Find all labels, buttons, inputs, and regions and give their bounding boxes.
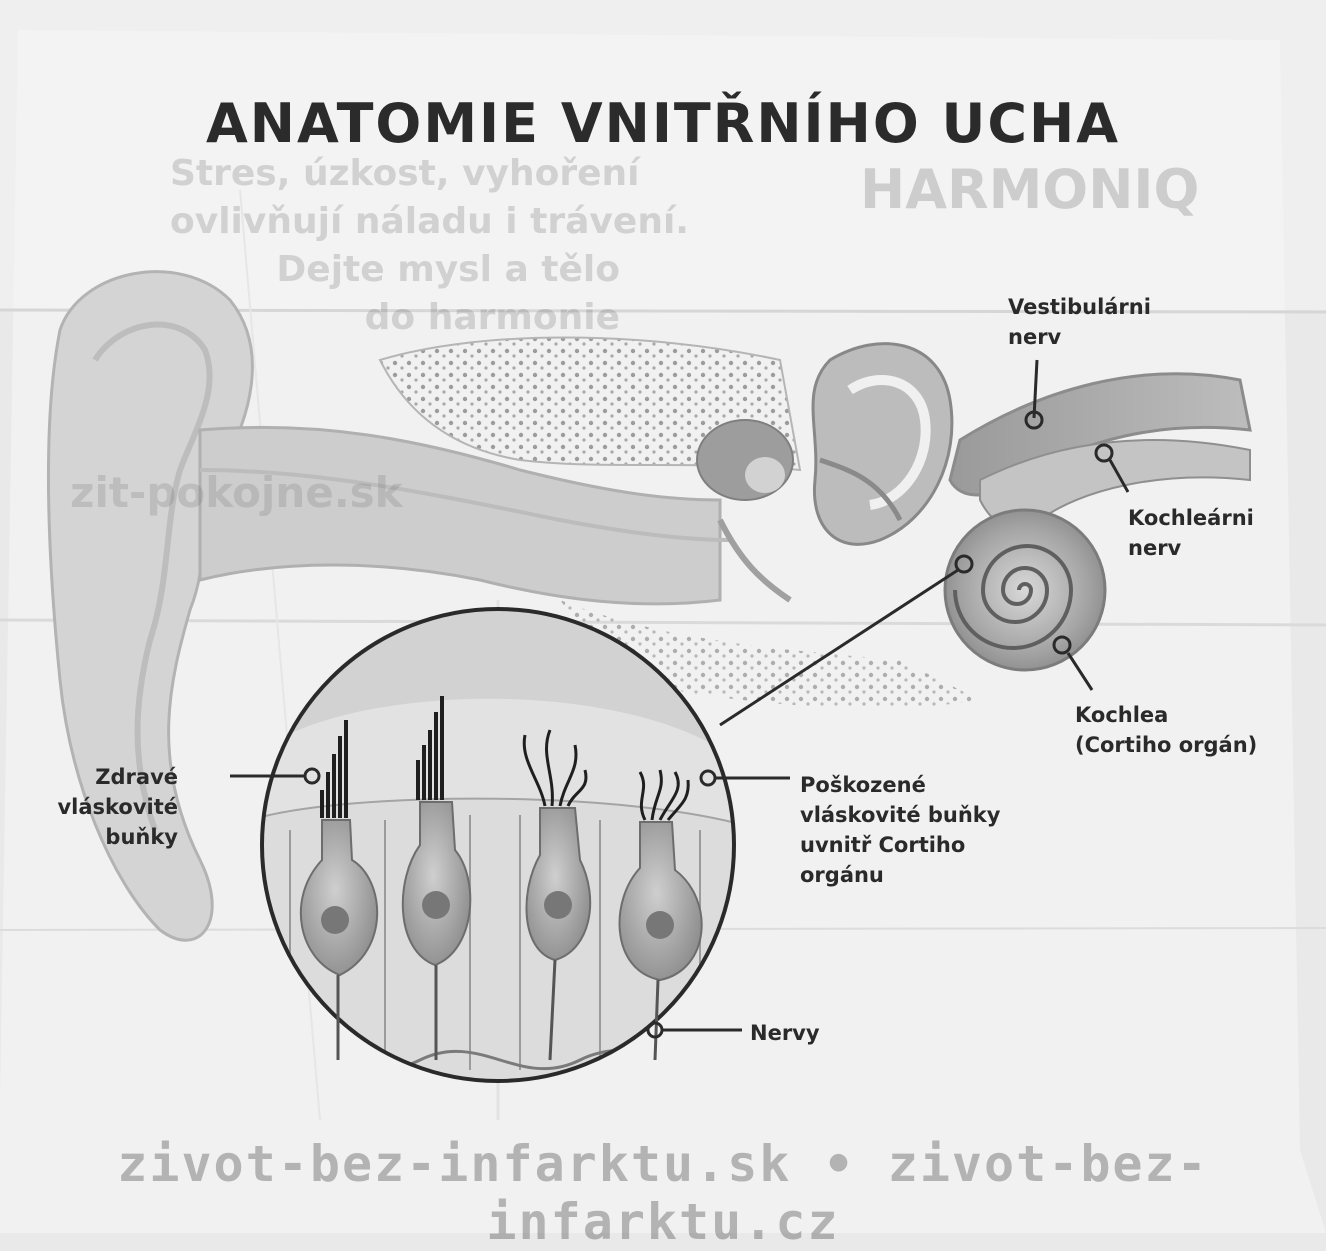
cochlear-nerve-marker bbox=[1094, 443, 1114, 463]
label-cochlear-nerve: Kochleárni nerv bbox=[1128, 506, 1254, 560]
damaged-hair-cell bbox=[618, 769, 703, 1061]
healthy-hair-cell bbox=[401, 696, 472, 1060]
cochlea-marker bbox=[1052, 635, 1072, 655]
magnified-view bbox=[260, 607, 736, 1083]
healthy-hair-cell bbox=[299, 720, 379, 1060]
label-cochlea: Kochlea (Cortiho orgán) bbox=[1075, 703, 1258, 757]
ear-canal bbox=[198, 425, 722, 606]
fold-line bbox=[0, 618, 1326, 627]
bleed-through-brand: HARMONIQ bbox=[860, 158, 1200, 221]
damaged-hair-cell bbox=[522, 729, 592, 1061]
label-healthy-hair-cells: Zdravé vláskovité buňky bbox=[57, 765, 178, 849]
label-vestibular-nerve: Vestibulárni nerv bbox=[1008, 295, 1151, 349]
bleed-through-slogan: Stres, úzkost, vyhoření ovlivňují náladu… bbox=[170, 153, 689, 338]
cochlea bbox=[943, 508, 1107, 672]
label-damaged-hair-cells: Poškozené vláskovité buňky uvnitř Cortih… bbox=[800, 773, 1001, 887]
bleed-through-bottom-sites: zivot-bez-infarktu.sk • zivot-bez-infark… bbox=[117, 1135, 1209, 1251]
cortiho-organ-marker bbox=[954, 554, 974, 574]
bleed-through-site: zit-pokojne.sk bbox=[70, 468, 403, 517]
vestibular-nerve-marker bbox=[1024, 410, 1044, 430]
page-title: ANATOMIE VNITŘNÍHO UCHA bbox=[206, 92, 1120, 155]
label-nerves: Nervy bbox=[750, 1021, 820, 1045]
cochlea-spiral bbox=[953, 544, 1074, 650]
